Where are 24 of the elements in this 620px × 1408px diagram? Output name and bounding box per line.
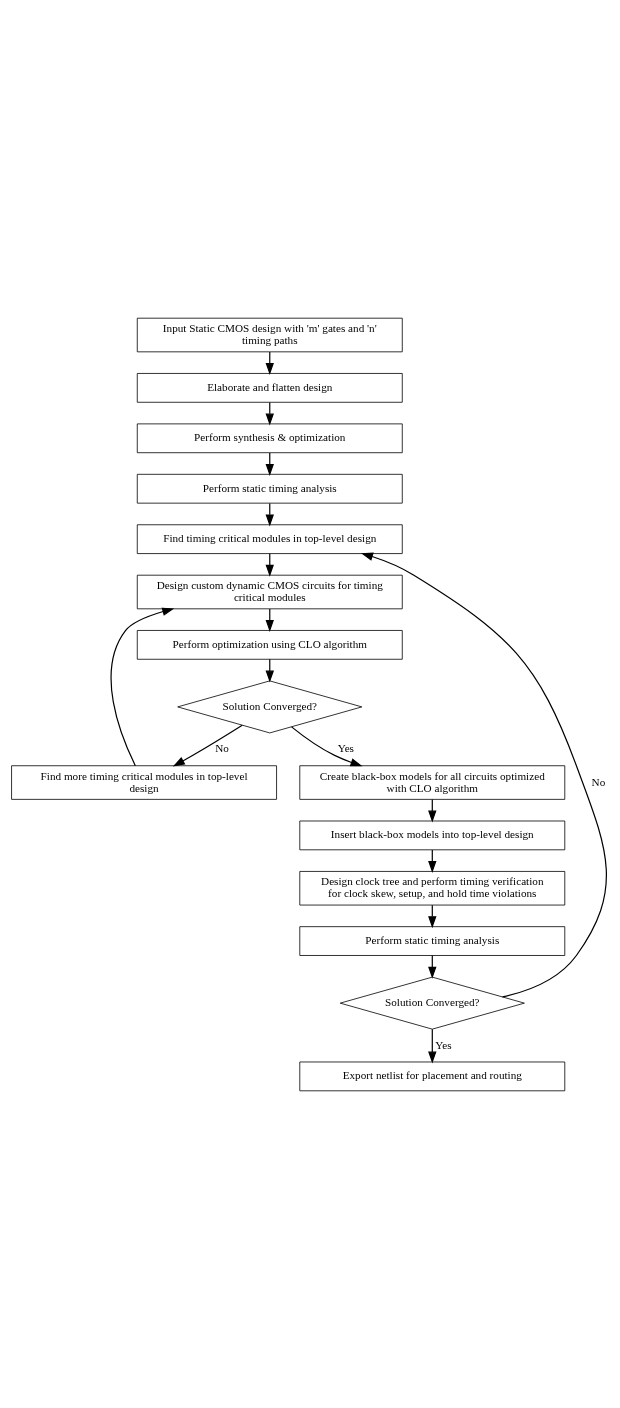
node-box: Perform static timing analysis [299,925,566,956]
node-box: Perform synthesis & optimization [136,423,403,453]
node-box: Perform static timing analysis [136,473,403,504]
node-box: Create black-box models for all circuits optimized with CLO algorithm [299,764,566,800]
node-box: Find more timing critical modules in top-level design [11,764,277,800]
edge-label: Yes [337,741,354,754]
edge-label: No [591,775,606,788]
node-box: Input Static CMOS design with 'm' gates and 'n' timing paths [136,317,403,352]
node-box: Export netlist for placement and routing [299,1061,566,1091]
node-box: Perform optimization using CLO algorithm [136,629,403,660]
node-box: Find timing critical modules in top-level design [136,523,403,554]
arrow [172,724,243,767]
node-box: Design clock tree and perform timing verification for clock skew, setup, and hold time violations [299,870,566,905]
edge-label: No [215,741,229,754]
node-box: Design custom dynamic CMOS circuits for timing critical modules [136,574,403,609]
node-diamond: Solution Converged? [339,976,525,1030]
edge-label: Yes [435,1038,452,1051]
arrow [290,725,363,766]
node-diamond: Solution Converged? [177,680,363,733]
arrow [428,1028,437,1064]
arrow [361,552,607,998]
node-box: Insert black-box models into top-level design [299,820,566,850]
node-box: Elaborate and flatten design [136,372,403,403]
arrow [110,607,175,766]
